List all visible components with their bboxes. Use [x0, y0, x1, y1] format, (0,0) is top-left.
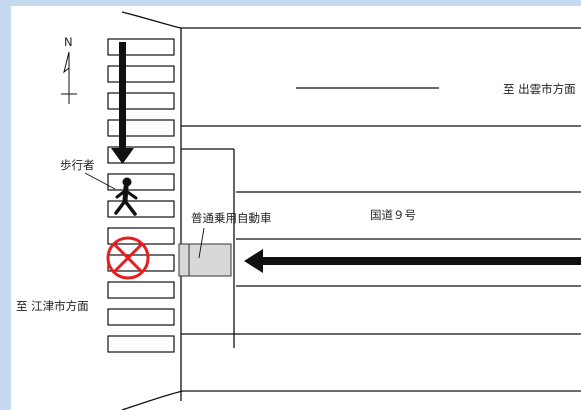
to-gotsu-label: 至 江津市方面	[16, 299, 89, 313]
collision-x-mark	[106, 236, 150, 280]
pedestrian-arrow	[111, 42, 134, 164]
arrow-down-icon	[119, 42, 126, 150]
person-leg-back	[114, 199, 127, 215]
north-curb-curve	[121, 11, 581, 29]
collision-x-stroke-2	[112, 242, 144, 274]
compass-needle	[63, 51, 70, 74]
to-izumo-label: 至 出雲市方面	[503, 82, 576, 96]
person-body	[122, 184, 129, 204]
crosswalk-stripe	[107, 65, 175, 83]
crosswalk-stripe	[107, 308, 175, 326]
pedestrian-leader-line	[84, 172, 116, 190]
person-leg-front	[123, 199, 137, 216]
passenger-car	[178, 243, 232, 277]
crosswalk-stripe	[107, 200, 175, 218]
crosswalk-stripe	[107, 281, 175, 299]
accident-diagram: N 歩行者 普通乗用自動車 国道９号 至 出雲市方面 至 江津市方面	[16, 11, 581, 410]
diagram-frame: N 歩行者 普通乗用自動車 国道９号 至 出雲市方面 至 江津市方面	[11, 6, 581, 410]
walking-person-icon	[114, 177, 138, 216]
crosswalk-stripe	[107, 38, 175, 56]
arrow-left-shaft	[261, 257, 581, 265]
crosswalk-stripe	[107, 335, 175, 353]
arrow-down-head	[111, 148, 134, 164]
person-arm-back	[115, 189, 127, 199]
road-name-label: 国道９号	[370, 208, 416, 222]
crosswalk-stripe	[107, 119, 175, 137]
car-arrow	[244, 249, 581, 273]
south-curb-curve	[121, 390, 581, 410]
arrow-left-icon	[244, 249, 263, 273]
pedestrian-label: 歩行者	[60, 158, 95, 172]
person-arm-front	[124, 189, 138, 200]
north-compass	[61, 51, 77, 104]
collision-circle	[106, 236, 150, 280]
car-label: 普通乗用自動車	[191, 211, 272, 225]
crosswalk-stripe	[107, 173, 175, 191]
crosswalk-stripe	[107, 92, 175, 110]
person-head	[122, 177, 132, 187]
car-leader-line	[198, 227, 205, 259]
road-boundaries	[121, 11, 581, 410]
car-body	[178, 243, 232, 277]
north-label: N	[64, 35, 73, 49]
